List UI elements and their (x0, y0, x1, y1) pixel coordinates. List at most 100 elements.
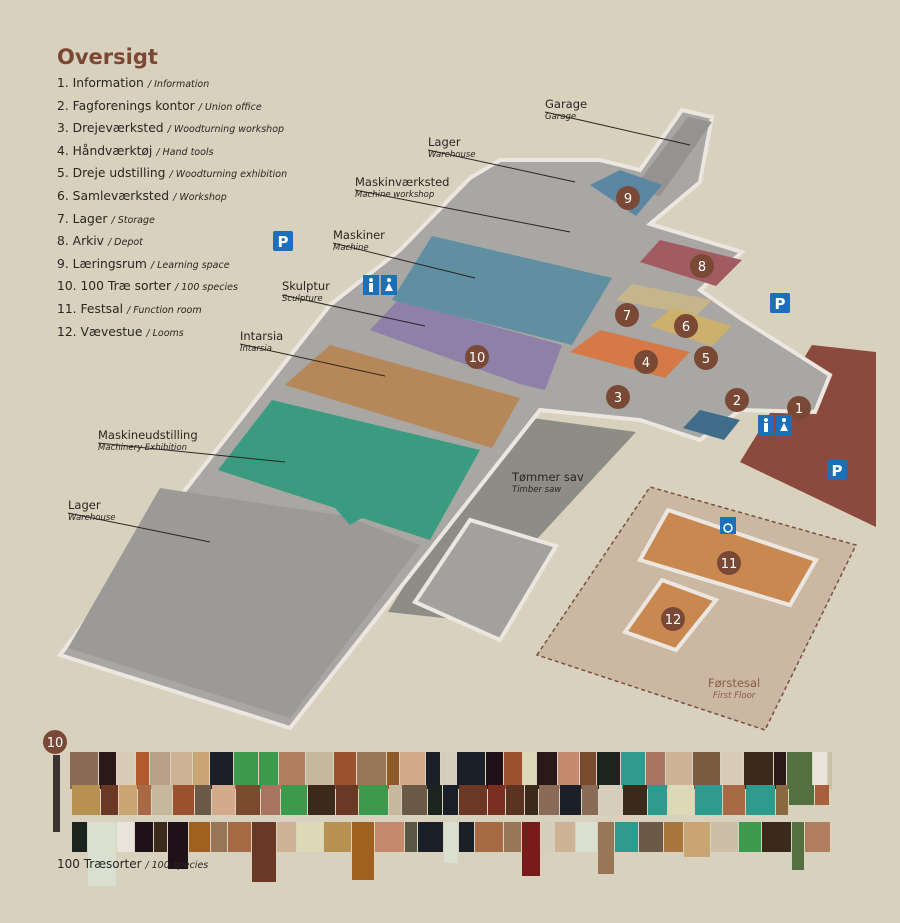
legend-item: 9. Læringsrum/ Learning space (57, 254, 287, 277)
wood-swatch (99, 752, 116, 789)
wood-swatch (774, 752, 786, 789)
wood-swatch (193, 752, 209, 789)
legend-en: / Workshop (173, 191, 227, 203)
legend-number: 3. (57, 121, 69, 136)
wood-swatch (117, 752, 135, 789)
wood-swatch (173, 785, 194, 815)
legend-da: 100 Træ sorter (80, 279, 172, 294)
wood-swatch (684, 822, 710, 857)
wood-swatch (666, 752, 692, 789)
legend-da: Samleværksted (72, 188, 170, 203)
wood-swatch (597, 752, 620, 789)
parking-icon: P (273, 231, 293, 251)
svg-text:11: 11 (721, 557, 738, 572)
room-maskineudstilling (218, 400, 480, 540)
legend-en: / 100 species (175, 282, 238, 294)
wood-swatch (171, 752, 192, 789)
wood-species-swatches: 10 (43, 730, 832, 886)
wood-swatch (815, 785, 829, 805)
wood-swatch (560, 785, 581, 815)
wood-swatch (308, 785, 335, 815)
legend-en: / Learning space (150, 259, 230, 271)
svg-text:9: 9 (624, 192, 632, 207)
wood-swatch (537, 752, 557, 789)
wood-swatch (387, 752, 399, 789)
legend-da: Information (72, 76, 144, 90)
legend-da: Læringsrum (72, 256, 147, 271)
species-badge: 10 (43, 730, 67, 832)
room-lager-warehouse (68, 488, 420, 718)
wood-swatch (582, 785, 598, 815)
svg-text:2: 2 (733, 394, 741, 409)
wood-swatch (646, 752, 665, 789)
wood-swatch (234, 752, 258, 789)
wood-swatch (599, 785, 622, 815)
wood-swatch (261, 785, 280, 815)
legend-number: 10. (57, 279, 77, 294)
wood-swatch (236, 785, 260, 815)
legend-number: 8. (57, 234, 69, 249)
wood-swatch (441, 752, 456, 789)
svg-text:7: 7 (623, 309, 631, 324)
wood-swatch (259, 752, 278, 789)
small-building (412, 517, 560, 643)
legend-en: / Woodturning workshop (167, 124, 285, 136)
wood-swatch (334, 752, 356, 789)
wood-swatch (88, 822, 116, 886)
wood-swatch (210, 752, 233, 789)
wood-swatch (813, 752, 827, 789)
parking-icon: P (827, 460, 847, 480)
svg-text:8: 8 (698, 260, 706, 275)
wood-swatch (668, 785, 694, 815)
wood-swatch (693, 752, 720, 789)
wood-swatch (504, 822, 521, 852)
room-2 (683, 410, 740, 440)
wood-swatch (523, 752, 536, 789)
legend-number: 7. (57, 211, 69, 226)
toilet-icon (363, 275, 397, 295)
legend-da: Vævestue (80, 324, 143, 339)
badge-8: 8 (690, 254, 714, 278)
wood-swatch (576, 822, 597, 852)
legend-da: Festsal (80, 301, 124, 316)
wood-swatch (136, 752, 149, 789)
wood-swatch (357, 752, 386, 789)
svg-text:4: 4 (642, 356, 650, 371)
legend-da: Fagforenings kontor (72, 98, 195, 113)
legend-title: Oversigt (57, 45, 158, 69)
room-garage (632, 117, 712, 196)
wood-swatch (723, 785, 745, 815)
wood-swatch (444, 822, 458, 863)
legend-item: 4. Håndværktøj/ Hand tools (57, 141, 287, 164)
wood-swatch (138, 785, 151, 815)
wood-swatch (828, 752, 832, 789)
wood-swatch (789, 785, 814, 805)
svg-text:5: 5 (702, 352, 710, 367)
wood-swatch (721, 752, 743, 789)
wood-swatch (443, 785, 458, 815)
badge-12: 12 (661, 607, 685, 631)
badge-5: 5 (694, 346, 718, 370)
legend-number: 2. (57, 98, 69, 113)
wheelchair-icon (720, 517, 736, 534)
wood-swatch (623, 785, 647, 815)
wood-swatch (744, 752, 773, 789)
wood-swatch (805, 822, 830, 852)
badge-3: 3 (606, 385, 630, 409)
room-4 (570, 330, 690, 378)
legend-da: Dreje udstilling (72, 166, 166, 181)
toilet-icon (758, 415, 792, 435)
wood-swatch (297, 822, 323, 852)
room-intarsia (285, 345, 520, 448)
wood-swatch (711, 822, 738, 852)
legend-item: 7. Lager/ Storage (57, 209, 287, 232)
badge-1: 1 (787, 396, 811, 420)
wood-swatch (405, 822, 417, 852)
wood-swatch (555, 822, 575, 852)
legend-item: 1. Information/ Information (57, 73, 287, 96)
wood-swatch (119, 785, 137, 815)
